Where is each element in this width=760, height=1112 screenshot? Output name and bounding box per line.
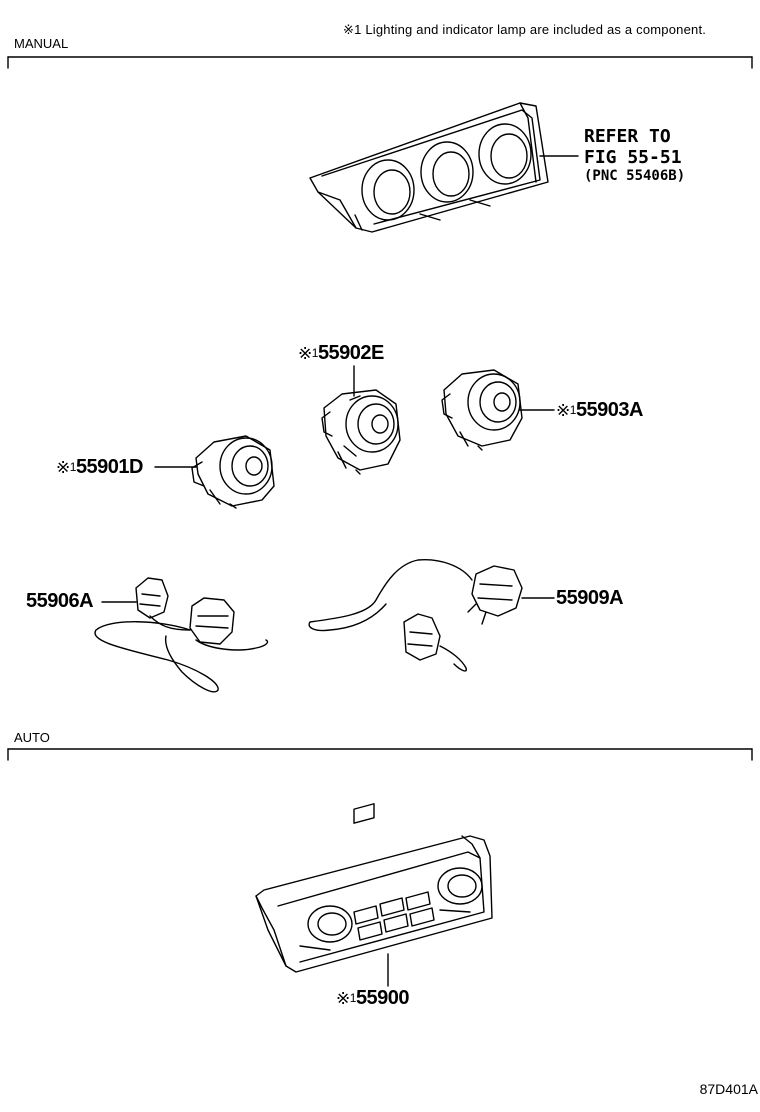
component-mark-index: 1: [69, 460, 77, 474]
component-mark: ※: [556, 401, 570, 420]
section-label-manual: MANUAL: [14, 36, 69, 51]
component-mark: ※: [336, 989, 350, 1008]
knob-55902e-drawing: [321, 389, 401, 475]
part-callout-55906a[interactable]: 55906A: [26, 590, 94, 613]
part-callout-55902e[interactable]: ※155902E: [298, 342, 384, 365]
part-callout-55909a[interactable]: 55909A: [556, 587, 624, 610]
section-label-auto: AUTO: [14, 730, 50, 745]
part-number: 55900: [355, 987, 410, 1009]
part-number: 55902E: [317, 342, 384, 364]
component-mark: ※: [298, 344, 312, 363]
refer-to-figure-label: REFER TO FIG 55-51 (PNC 55406B): [584, 126, 685, 185]
document-id: 87D401A: [699, 1081, 758, 1097]
manual-section-bracket: [7, 56, 753, 69]
component-note: ※1 Lighting and indicator lamp are inclu…: [343, 22, 707, 37]
part-number: 55906A: [26, 590, 94, 612]
component-mark-index: 1: [569, 403, 577, 417]
part-number: 55903A: [575, 399, 644, 421]
component-mark-index: 1: [349, 991, 357, 1005]
part-number: 55901D: [75, 456, 144, 478]
part-number: 55909A: [556, 587, 624, 609]
knob-55901d-drawing: [191, 435, 275, 509]
refer-line-2: FIG 55-51: [584, 147, 682, 168]
part-callout-55903a[interactable]: ※155903A: [556, 399, 644, 422]
knob-55903a-drawing: [441, 369, 523, 451]
auto-section-bracket: [7, 748, 753, 761]
control-panel-55900-drawing: [255, 803, 493, 973]
component-mark-index: 1: [311, 346, 319, 360]
component-mark: ※: [56, 458, 70, 477]
refer-line-1: REFER TO: [584, 126, 671, 147]
part-callout-55900[interactable]: ※155900: [336, 987, 410, 1010]
bezel-panel-drawing: [309, 102, 549, 233]
refer-line-3: (PNC 55406B): [584, 168, 686, 184]
harness-55909a-drawing: [308, 559, 523, 672]
harness-55906a-drawing: [94, 577, 269, 693]
part-callout-55901d[interactable]: ※155901D: [56, 456, 144, 479]
